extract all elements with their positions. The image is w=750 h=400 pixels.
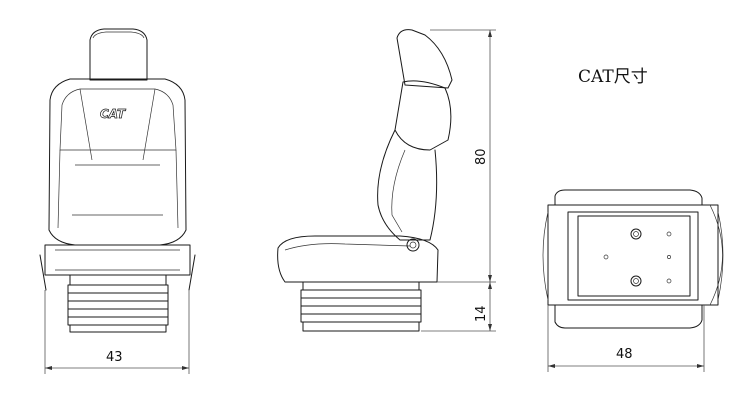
side-height-lower-label: 14 [474, 305, 489, 322]
cat-logo-text: CAT [100, 107, 126, 121]
top-width-label: 48 [616, 347, 633, 362]
side-height-upper-label: 80 [474, 148, 489, 165]
side-view [277, 29, 453, 332]
diagram-title: CAT尺寸 [578, 67, 648, 87]
top-width-dimension [547, 305, 705, 372]
top-view [542, 189, 724, 329]
front-view [39, 28, 196, 333]
front-width-label: 43 [106, 350, 123, 365]
front-width-dimension [44, 290, 190, 374]
side-bellows [300, 281, 422, 332]
side-height-dimension [421, 29, 496, 332]
front-bellows [67, 274, 169, 333]
